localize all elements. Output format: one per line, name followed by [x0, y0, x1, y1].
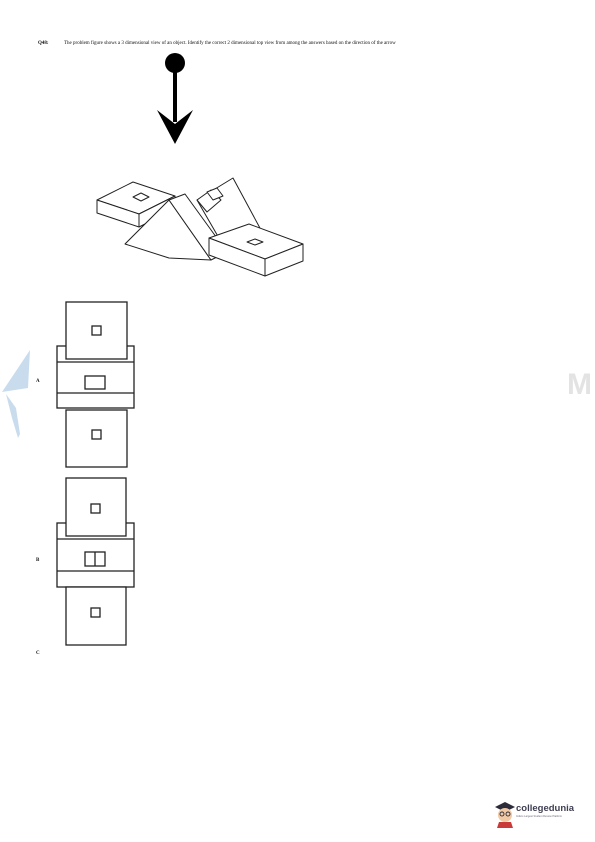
watermark-right: M — [567, 368, 592, 401]
question-number: Q48: — [38, 41, 49, 46]
option-a-figure[interactable] — [56, 301, 136, 469]
option-b-label: B — [36, 558, 40, 563]
direction-arrow-icon — [157, 53, 193, 144]
graduate-mascot-icon — [495, 802, 515, 828]
brand-tagline: India's Largest Student Review Platform — [516, 815, 563, 818]
option-b-figure[interactable] — [56, 477, 136, 647]
problem-figure-3d — [96, 177, 304, 277]
question-text: The problem figure shows a 3 dimensional… — [64, 41, 396, 46]
option-c-label: C — [36, 651, 40, 656]
option-a-label: A — [36, 379, 40, 384]
brand-name: collegedunia — [516, 803, 575, 814]
watermark-left-icon — [2, 350, 30, 438]
collegedunia-logo[interactable]: collegedunia India's Largest Student Rev… — [494, 800, 586, 828]
